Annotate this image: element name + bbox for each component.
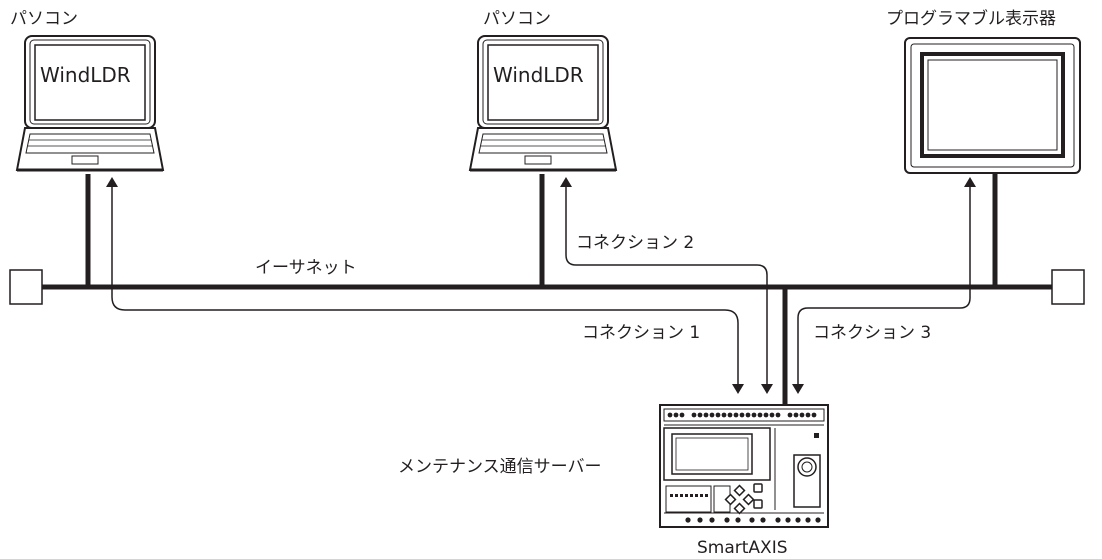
- smartaxis-controller: [659, 404, 829, 528]
- ethernet-bus: [9, 174, 1085, 405]
- pc-1: パソコン WindLDR: [10, 9, 165, 172]
- connection-3-label: コネクション 3: [813, 323, 931, 343]
- programmable-display: プログラマブル表示器: [886, 8, 1081, 174]
- connection-2-label: コネクション 2: [576, 233, 694, 253]
- controller-model-label: SmartAXIS: [697, 538, 788, 558]
- pc-2-screen-text: WindLDR: [493, 63, 584, 87]
- pc-1-screen-text: WindLDR: [40, 63, 131, 87]
- connection-3-path: [792, 177, 976, 394]
- pc-2: パソコン WindLDR: [468, 9, 618, 172]
- connection-1-label: コネクション 1: [582, 323, 700, 343]
- pc-2-title: パソコン: [483, 9, 551, 29]
- terminator-left: [9, 269, 43, 305]
- controller-role-label: メンテナンス通信サーバー: [398, 457, 602, 477]
- hmi-title: プログラマブル表示器: [886, 8, 1056, 29]
- pc-1-title: パソコン: [10, 9, 78, 29]
- ethernet-label: イーサネット: [255, 258, 357, 278]
- terminator-right: [1051, 269, 1085, 305]
- connection-2-path: [560, 177, 773, 394]
